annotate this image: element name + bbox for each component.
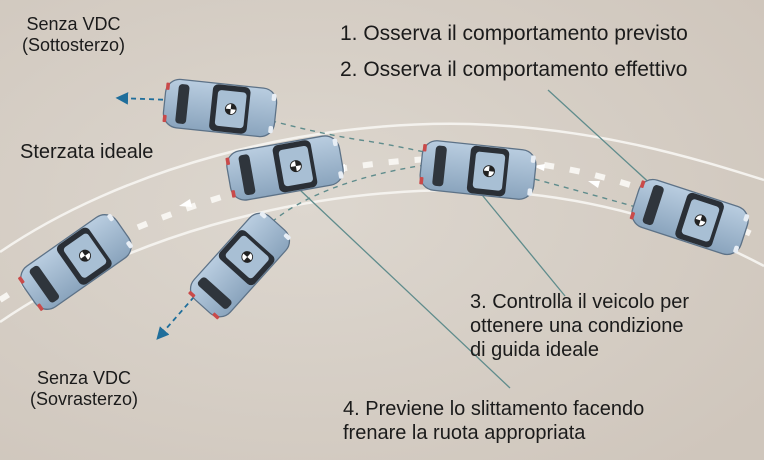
understeer-label: Senza VDC (Sottosterzo) [22,14,126,56]
understeer-arrow [115,92,173,105]
step-1-label: 1. Osserva il comportamento previsto [340,22,688,45]
oversteer-path [264,164,426,229]
leader-line-step4 [299,189,511,389]
ideal-steering-label: Sterzata ideale [20,141,154,163]
understeer-path [224,107,637,208]
step-4-label: 4. Previene lo slittamento facendo frena… [343,398,645,444]
leader-line-step3 [477,189,566,297]
leader-line-step2 [547,89,656,189]
step-3-label: 3. Controlla il veicolo per ottenere una… [470,291,689,361]
oversteer-label: Senza VDC (Sovrasterzo) [30,368,139,410]
step-2-label: 2. Osserva il comportamento effettivo [340,58,688,81]
road-outer-edge [0,122,764,254]
